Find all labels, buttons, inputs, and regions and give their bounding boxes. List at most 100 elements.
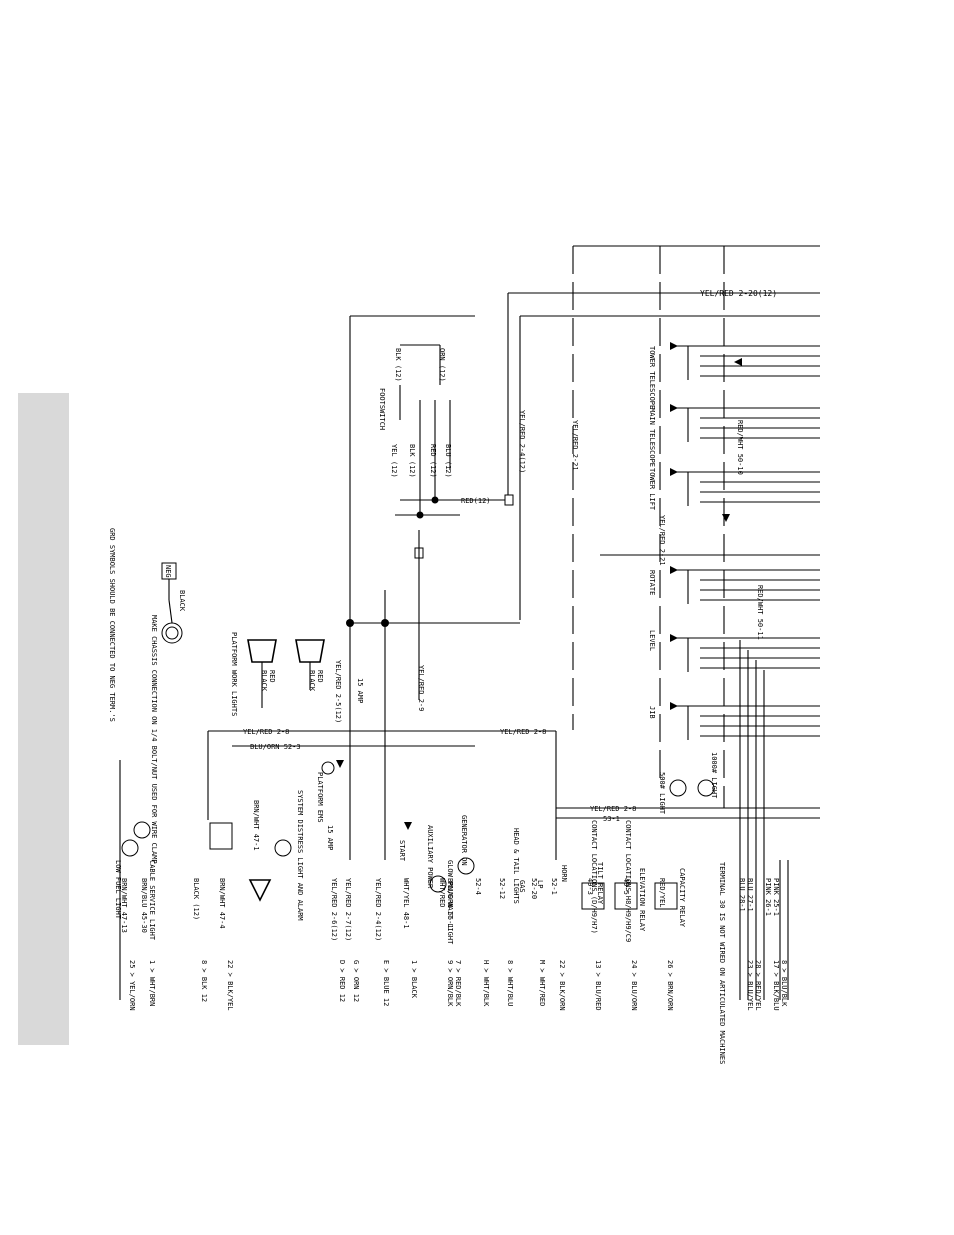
fuse-label-a: 15 AMP	[356, 678, 364, 703]
connector-label-3: BLU 28-1	[738, 878, 746, 912]
connector-label-11: BRN/ORN 55-1	[446, 878, 454, 929]
platform-ems-label: PLATFORM EMS	[316, 772, 324, 823]
lamp-red-label: RED	[268, 670, 276, 683]
connector-label-1: PINK 26-1	[764, 878, 772, 916]
wire-text-2-4: YEL/RED 2-4(12)	[518, 410, 526, 473]
connector-pin-11: 7 ≻ RED/BLK	[454, 960, 462, 1007]
connector-label-15: YEL/RED 2-7(12)	[344, 878, 352, 941]
wire-text-2-8-right: YEL/RED 2-8	[590, 805, 636, 813]
wire-text-red-12: RED(12)	[461, 497, 491, 505]
glow-plug-label: GLOW PLUG WAIT LIGHT	[446, 860, 454, 945]
aux-power-label: AUXILIARY POWER	[426, 825, 434, 889]
connector-label-16: YEL/RED 2-6(12)	[330, 878, 338, 941]
connector-pin-6: 13 ≻ BLU/RED	[594, 960, 602, 1011]
connector-label-18: BLACK (12)	[192, 878, 200, 920]
wire-text-53-1: 53-1	[603, 815, 620, 823]
lamp-red-label-2: RED	[316, 670, 324, 683]
fuse-label-b: 15 AMP	[326, 825, 334, 850]
wire-text-black: BLACK	[178, 590, 186, 612]
connector-pin-1: 17 ≻ BLK/BLU	[772, 960, 780, 1011]
wire-text-2-20: YEL/RED 2-20(12)	[700, 289, 777, 298]
head-tail-label: HEAD & TAIL LIGHTS	[512, 828, 520, 904]
wire-text-50-10: RED/WHT 50-10	[736, 420, 744, 475]
connector-pin-3: 23 ≻ BLU/YEL	[746, 960, 754, 1011]
low-fuel-label: LOW FUEL LIGHT	[114, 860, 122, 920]
contact-locations-1: CONTACT LOCATIONS (D/H9/H7)	[590, 820, 598, 934]
connector-label-14: YEL/RED 2-4(12)	[374, 878, 382, 941]
start-label: START	[398, 840, 406, 862]
generator-on-label: GENERATOR ON	[460, 815, 468, 866]
connector-label-20: BRN/WHT 47-13	[120, 878, 128, 933]
connector-pin-15: G ≻ ORN 12	[352, 960, 360, 1002]
function-tower-lift: TOWER LIFT	[648, 468, 656, 511]
connector-pin-5: 24 ≻ BLU/ORN	[630, 960, 638, 1011]
connector-pin-8: M ≻ WHT/RED	[538, 960, 546, 1006]
function-tower-telescope: TOWER TELESCOPE	[648, 346, 656, 409]
connector-label-12: WHT/RED	[438, 878, 446, 908]
light-1000-label: 1000# LIGHT	[710, 752, 718, 799]
connector-pin-4: 26 ≻ BRN/ORN	[666, 960, 674, 1011]
lamp-black-label: BLACK	[260, 670, 268, 692]
connector-pin-18: 8 ≻ BLK 12	[200, 960, 208, 1002]
wire-text-47-1: BRN/WHT 47-1	[252, 800, 260, 851]
connector-label-6: 49-3	[586, 878, 594, 895]
connector-pin-19: 1 ≻ WHT/BRN	[148, 960, 156, 1006]
cable-service-label: CABLE SERVICE LIGHT	[148, 860, 156, 941]
connector-pin-20: 25 ≻ YEL/ORN	[128, 960, 136, 1011]
wire-text-2-8-mid: YEL/RED 2-8	[500, 728, 546, 736]
contact-locations-2: CONTACT LOCATIONS H8/H9/H9/C9	[624, 820, 632, 942]
wire-text-2-8-top: YEL/RED 2-8	[243, 728, 289, 736]
function-main-telescope: MAIN TELESCOPE	[648, 408, 656, 467]
horn-label: HORN	[560, 865, 568, 882]
connector-label-7: 52-1	[550, 878, 558, 895]
terminal-note: TERMINAL 30 IS NOT WIRED ON ARTICULATED …	[718, 862, 726, 1064]
wire-text-2-9: YEL/RED 2-9	[417, 665, 425, 711]
chassis-note: MAKE CHASSIS CONNECTION ON 1/4 BOLT/NUT …	[150, 615, 158, 868]
neg-terminal-label: NEG	[164, 565, 172, 578]
wire-label-yel-red-2-20: YEL/RED 2-20(12)	[700, 289, 777, 298]
footswitch-title: FOOTSWITCH	[378, 388, 386, 430]
connector-label-4: RED/YEL	[658, 878, 666, 908]
connector-pin-13: 1 ≻ BLACK	[410, 960, 418, 999]
function-rotate: ROTATE	[648, 570, 656, 595]
wire-text-2-21-b: YEL/RED 2-21	[658, 515, 666, 566]
connector-pin-12: 9 ≻ ORN/BLK	[446, 960, 454, 1007]
wire-text-2-5: YEL/RED 2-5(12)	[334, 660, 342, 723]
connector-label-8: 52-20	[530, 878, 538, 899]
footswitch-wire-3: RED (12)	[429, 444, 437, 478]
footswitch-wire-4: BLK (12)	[408, 444, 416, 478]
distress-label: SYSTEM DISTRESS LIGHT AND ALARM	[296, 790, 304, 921]
connector-label-13: WHT/YEL 48-1	[402, 878, 410, 929]
wire-text-2-21: YEL/RED 2-21	[571, 420, 579, 471]
gas-label: GAS	[518, 880, 526, 893]
connector-pin-17: 22 ≻ BLK/YEL	[226, 960, 234, 1011]
ground-note: GRD SYMBOLS SHOULD BE CONNECTED TO NEG T…	[108, 528, 116, 722]
connector-pin-14: E ≻ BLUE 12	[382, 960, 390, 1006]
connector-pin-9: 8 ≻ WHT/BLU	[506, 960, 514, 1006]
connector-pin-0: 8 ≻ BLU/BLK	[780, 960, 788, 1007]
footswitch-wire-2: BLU (12)	[444, 444, 452, 478]
lp-label: LP	[536, 880, 544, 888]
elevation-relay-label: ELEVATION RELAY	[638, 868, 646, 932]
connector-label-17: BRN/WHT 47-4	[218, 878, 226, 929]
function-jib: JIB	[648, 706, 656, 719]
footswitch-wire-0: ORN (12)	[438, 348, 446, 382]
platform-work-lights-label: PLATFORM WORK LIGHTS	[230, 632, 238, 716]
lamp-black-label-2: BLACK	[308, 670, 316, 692]
connector-pin-16: D ≻ RED 12	[338, 960, 346, 1002]
footswitch-wire-1: BLK (12)	[394, 348, 402, 382]
page-side-tab	[18, 393, 69, 1045]
footswitch-wire-5: YEL (12)	[390, 444, 398, 478]
connector-label-9: 52-12	[498, 878, 506, 899]
connector-label-10: 52-4	[474, 878, 482, 895]
light-500-label: 500# LIGHT	[658, 772, 666, 815]
wire-text-52-3: BLU/ORN 52-3	[250, 743, 301, 751]
connector-pin-10: H ≻ WHT/BLK	[482, 960, 490, 1007]
wire-text-50-11: RED/WHT 50-11	[756, 585, 764, 640]
capacity-relay-label: CAPACITY RELAY	[678, 868, 686, 928]
connector-pin-7: 22 ≻ BLK/ORN	[558, 960, 566, 1011]
connector-pin-2: 28 ≻ RED/YEL	[754, 960, 762, 1011]
function-level: LEVEL	[648, 630, 656, 651]
